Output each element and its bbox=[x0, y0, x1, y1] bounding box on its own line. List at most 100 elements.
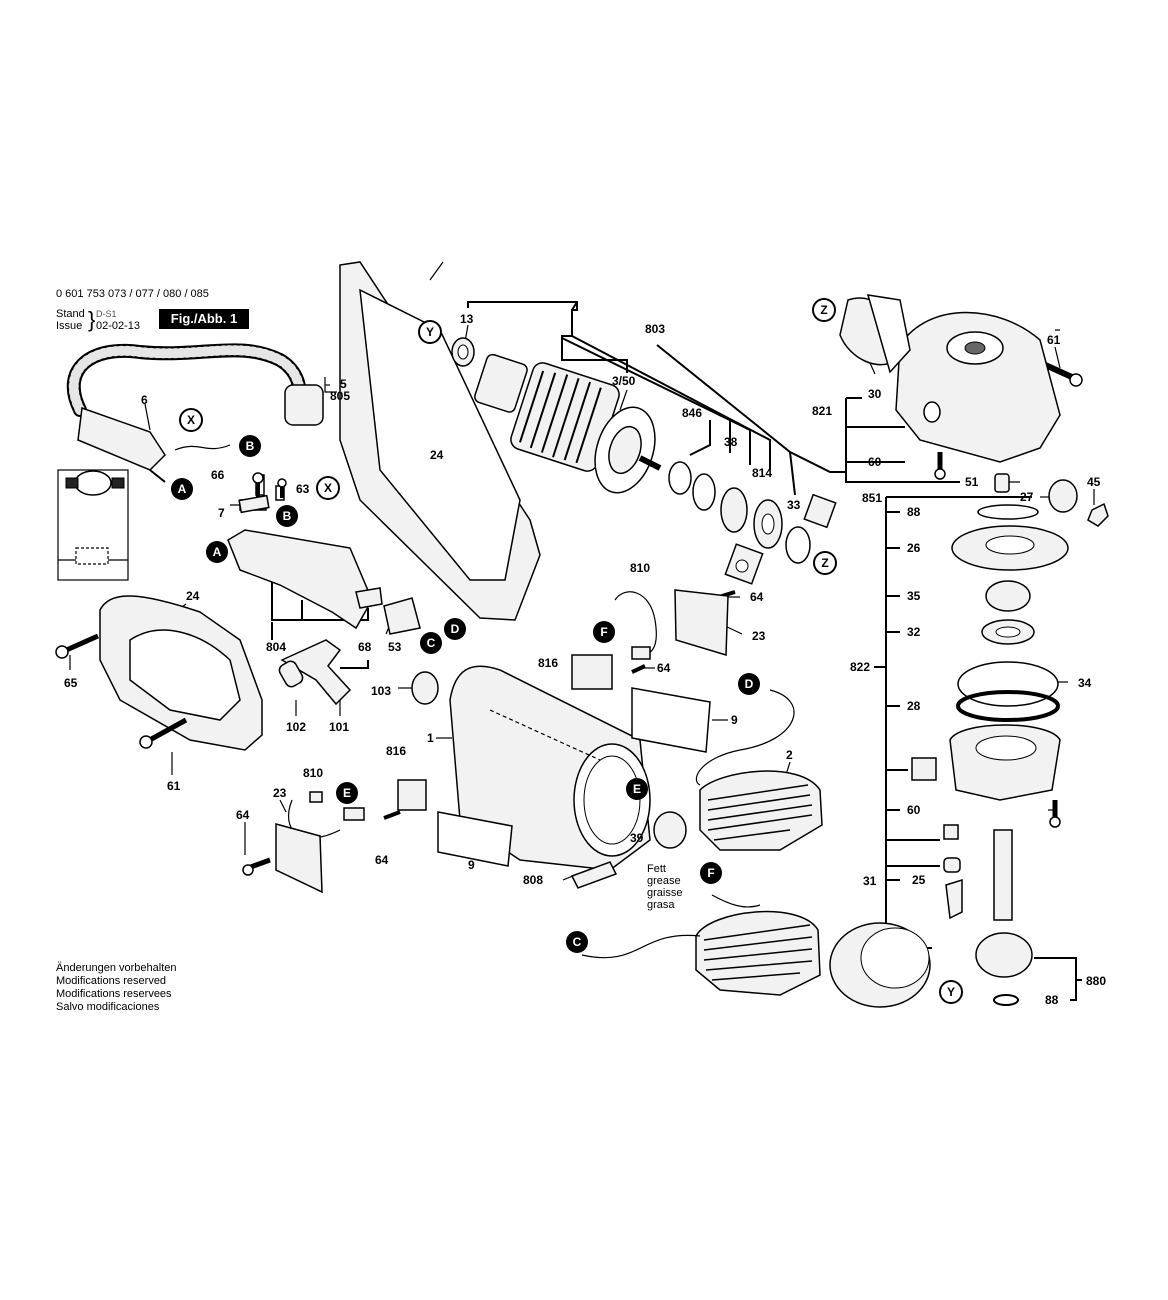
svg-text:Y: Y bbox=[947, 985, 955, 999]
sleeve bbox=[994, 473, 1010, 493]
nut bbox=[1087, 502, 1109, 527]
part-label: 816 bbox=[386, 744, 406, 758]
connector-z: Z bbox=[812, 298, 836, 322]
issue-label: Issue bbox=[56, 320, 83, 332]
switch-assembly bbox=[227, 529, 373, 630]
part-label: 64 bbox=[750, 590, 764, 604]
part-label: 30 bbox=[868, 387, 882, 401]
part-label: 816 bbox=[538, 656, 558, 670]
svg-text:E: E bbox=[633, 782, 641, 796]
figure-label: Fig./Abb. 1 bbox=[159, 309, 249, 329]
part-label: 51 bbox=[965, 475, 979, 489]
part-label: 60 bbox=[907, 803, 921, 817]
cover bbox=[674, 589, 729, 656]
connector-e: E bbox=[336, 782, 358, 804]
part-label: 1 bbox=[427, 731, 434, 745]
fan bbox=[411, 671, 439, 705]
part-label: 814 bbox=[752, 466, 772, 480]
pinion bbox=[1048, 479, 1078, 513]
connector-c: C bbox=[420, 632, 442, 654]
part-label: 810 bbox=[303, 766, 323, 780]
part-label: 880 bbox=[1086, 974, 1106, 988]
brush-holder bbox=[397, 779, 427, 811]
part-label: 88 bbox=[907, 505, 921, 519]
part-label: 66 bbox=[211, 468, 225, 482]
insulation-plate bbox=[631, 687, 711, 753]
part-label: 804 bbox=[266, 640, 286, 654]
motor-housing bbox=[449, 665, 651, 871]
part-label: 13 bbox=[460, 312, 474, 326]
part-label: 53 bbox=[388, 640, 402, 654]
spring bbox=[943, 824, 959, 840]
part-label: 810 bbox=[630, 561, 650, 575]
clamp-nut bbox=[975, 932, 1033, 978]
connector-f: F bbox=[700, 862, 722, 884]
note-line: Änderungen vorbehalten bbox=[56, 962, 177, 974]
part-label: 64 bbox=[236, 808, 250, 822]
part-label: 5 bbox=[340, 377, 347, 391]
part-label: 103 bbox=[371, 684, 391, 698]
o-ring bbox=[956, 690, 1060, 722]
part-label: 6 bbox=[141, 393, 148, 407]
note-line: Salvo modificaciones bbox=[56, 1001, 160, 1013]
part-label: 88 bbox=[1045, 993, 1059, 1007]
stand-value: D-S1 bbox=[96, 309, 117, 319]
svg-text:C: C bbox=[427, 636, 436, 650]
connector-d: D bbox=[444, 618, 466, 640]
part-label: 7 bbox=[218, 506, 225, 520]
model-number: 0 601 753 073 / 077 / 080 / 085 bbox=[56, 288, 209, 300]
connector-e: E bbox=[626, 778, 648, 800]
cord-sleeve bbox=[77, 406, 166, 471]
svg-text:B: B bbox=[283, 509, 292, 523]
part-label: 101 bbox=[329, 720, 349, 734]
connector-y: Y bbox=[939, 980, 963, 1004]
grease-note-line: Fett bbox=[647, 863, 666, 875]
clamp-band bbox=[957, 661, 1059, 707]
spring bbox=[278, 660, 304, 688]
part-label: 32 bbox=[907, 625, 921, 639]
part-label: 805 bbox=[330, 389, 350, 403]
svg-text:X: X bbox=[324, 481, 332, 495]
connector-z: Z bbox=[813, 551, 837, 575]
modification-notes: Änderungen vorbehalten Modifications res… bbox=[56, 962, 176, 1014]
wiring-schematic bbox=[57, 469, 129, 581]
part-label: 60 bbox=[868, 455, 882, 469]
screw-set bbox=[55, 355, 1083, 876]
part-label: 25 bbox=[912, 873, 926, 887]
stand-label: Stand bbox=[56, 308, 85, 320]
part-label: 61 bbox=[167, 779, 181, 793]
part-label: 61 bbox=[1047, 333, 1061, 347]
part-label: 64 bbox=[375, 853, 389, 867]
connector-y: Y bbox=[418, 320, 442, 344]
svg-text:E: E bbox=[343, 786, 351, 800]
bush bbox=[943, 857, 961, 873]
grease-note-line: grasa bbox=[647, 899, 675, 911]
seal-ring bbox=[785, 526, 811, 564]
part-label: 45 bbox=[1087, 475, 1101, 489]
part-label: 23 bbox=[273, 786, 287, 800]
svg-text:F: F bbox=[707, 866, 714, 880]
retaining-ring bbox=[668, 461, 692, 495]
bearing bbox=[720, 487, 748, 533]
needle-bearing bbox=[985, 580, 1031, 612]
part-label: 9 bbox=[731, 713, 738, 727]
svg-text:D: D bbox=[745, 677, 754, 691]
part-label: 803 bbox=[645, 322, 665, 336]
part-label: 23 bbox=[752, 629, 766, 643]
connector-a: A bbox=[171, 478, 193, 500]
part-label: 38 bbox=[724, 435, 738, 449]
grease-note: Fett grease graisse grasa bbox=[647, 863, 682, 911]
part-label: 26 bbox=[907, 541, 921, 555]
issue-value: 02-02-13 bbox=[96, 320, 141, 332]
grease-note-line: grease bbox=[647, 875, 681, 887]
part-label: 102 bbox=[286, 720, 306, 734]
gear-head bbox=[839, 294, 1061, 463]
cover bbox=[275, 823, 323, 894]
svg-text:B: B bbox=[246, 439, 255, 453]
part-label: 808 bbox=[523, 873, 543, 887]
part-label: 851 bbox=[862, 491, 882, 505]
part-label: 2 bbox=[786, 748, 793, 762]
part-label: 9 bbox=[468, 858, 475, 872]
part-label: 68 bbox=[358, 640, 372, 654]
